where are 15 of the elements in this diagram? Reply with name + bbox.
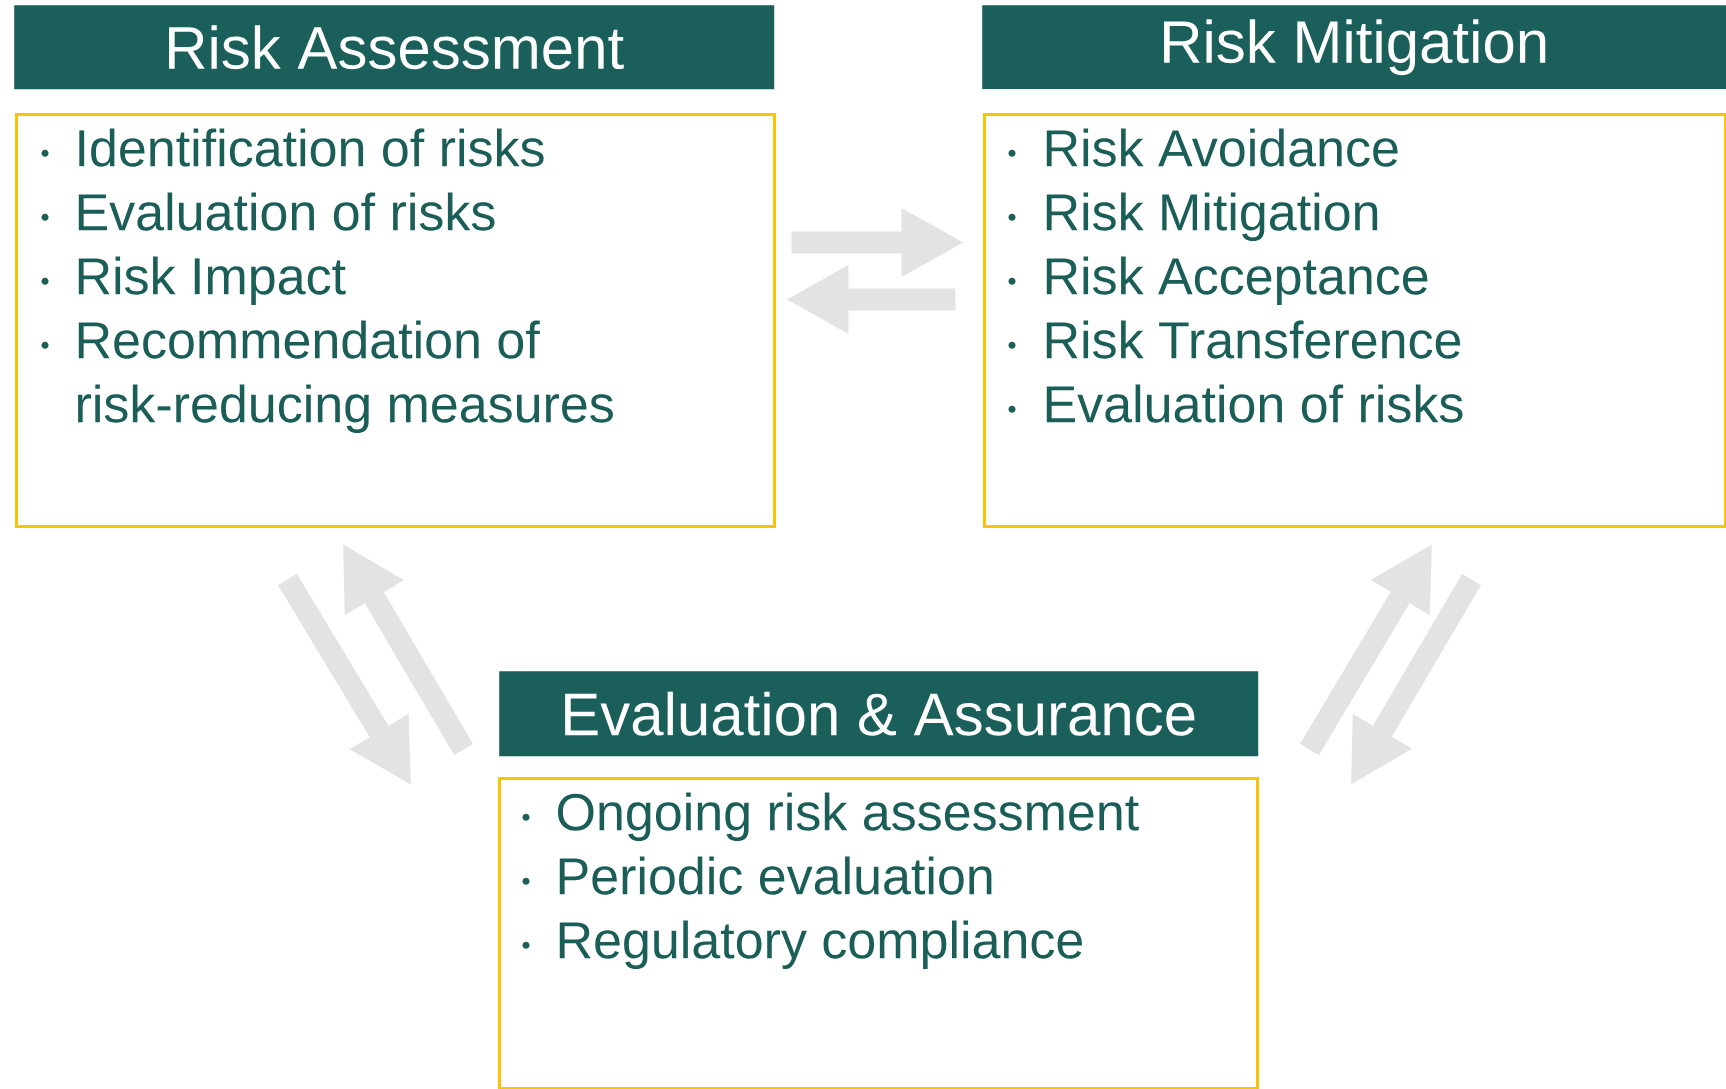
node-label: Risk Impact (78, 256, 346, 305)
bullet-list-box: Identification of risks Evaluation of risks Risk Impact Recommendation of risk-reducing measures (15, 113, 776, 528)
bullet-list-box: Risk Avoidance Risk Mitigation Risk Acceptance Risk Transference Evaluation of risks (983, 113, 1726, 528)
node-label: Risk Transference (1046, 320, 1461, 359)
node-label: Risk Avoidance (1046, 128, 1398, 167)
node-label: Risk Mitigation (1046, 192, 1378, 241)
bullet-list-box: Ongoing risk assessment Periodic evaluation Regulatory compliance (498, 777, 1259, 1089)
heading-band: Risk Assessment (14, 5, 775, 90)
heading-band: Evaluation & Assurance (499, 671, 1259, 757)
node-label: Evaluation of risks (1046, 384, 1463, 423)
node-label: Identification of risks (79, 128, 544, 167)
node-label: Recommendation of risk-reducing measures (77, 320, 613, 433)
heading-band: Risk Mitigation (982, 5, 1726, 90)
node-label: Evaluation of risks (78, 192, 495, 231)
node-label: Risk Acceptance (1046, 256, 1428, 305)
